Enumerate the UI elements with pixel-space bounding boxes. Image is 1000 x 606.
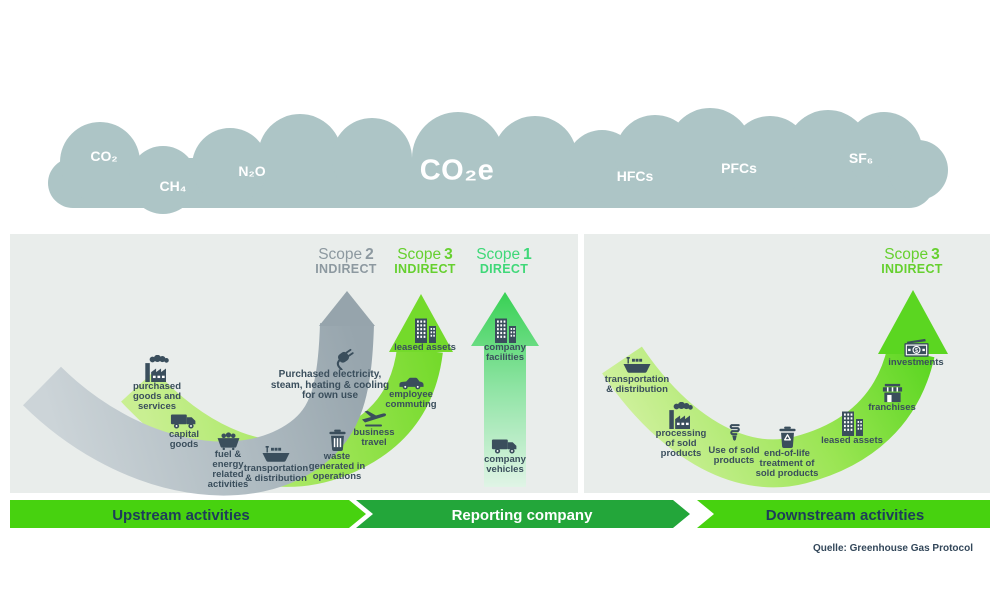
downstream-band-label: Downstream activities <box>765 506 925 524</box>
scope-3-up-kind: INDIRECT <box>394 262 456 277</box>
transportation-distribution-downstream-label: transportation & distribution <box>604 374 670 396</box>
business-travel: business travel <box>331 398 417 448</box>
transportation-distribution-downstream: transportation & distribution <box>589 338 685 395</box>
capital-goods-label: capital goods <box>168 429 200 451</box>
plug-icon <box>274 340 416 370</box>
scope-3-down-number: 3 <box>931 246 940 263</box>
purchased-electricity-label: Purchased electricity, steam, heating & … <box>270 369 390 402</box>
leased-assets-downstream-label: leased assets <box>821 435 883 446</box>
svg-text:$: $ <box>915 348 918 354</box>
gas-co2-label: CO₂ <box>90 148 118 164</box>
purchased-goods-label: purchased goods and services <box>132 381 182 413</box>
buildings-icon <box>377 312 473 343</box>
investments-label: investments <box>888 357 944 368</box>
leased-assets-upstream-label: leased assets <box>394 342 456 353</box>
waste: waste generated in operations <box>294 424 380 482</box>
end-of-life: end-of-life treatment of sold products <box>744 418 830 479</box>
use-sold-products: Use of sold products <box>691 414 777 466</box>
franchises-label: franchises <box>868 402 916 413</box>
scope-1-kind: DIRECT <box>479 262 529 277</box>
company-vehicles: company vehicles <box>462 424 548 475</box>
transportation-distribution-upstream-label: transportation & distribution <box>243 463 309 485</box>
gas-n2o-label: N₂O <box>238 163 266 179</box>
leased-assets-downstream: leased assets <box>804 408 900 446</box>
scope-2-word: Scope <box>318 246 363 263</box>
scope-3-up-number: 3 <box>444 246 453 263</box>
investments: $ investments <box>873 336 959 368</box>
transportation-distribution-upstream: transportation & distribution <box>228 438 324 484</box>
processing-sold-products: processing of sold products <box>638 398 724 459</box>
gas-pfcs-label: PFCs <box>721 160 757 176</box>
reporting-band-label: Reporting company <box>451 506 593 524</box>
car-icon <box>368 364 454 390</box>
reporting-band <box>356 500 690 528</box>
buildings-icon <box>462 312 548 343</box>
minecart-icon <box>185 427 271 450</box>
employee-commuting: employee commuting <box>368 364 454 410</box>
leased-assets-upstream: leased assets <box>377 312 473 353</box>
buildings-icon <box>804 408 900 436</box>
ship-icon <box>228 438 324 464</box>
recycle-bin-icon <box>744 418 830 449</box>
truck-icon <box>462 424 548 455</box>
employee-commuting-label: employee commuting <box>385 389 437 411</box>
fuel-energy-label: fuel & energy related activities <box>207 449 249 491</box>
ship-icon <box>589 338 685 375</box>
factory-icon <box>638 398 724 429</box>
scope-3-down-word: Scope <box>884 246 929 263</box>
trash-icon <box>294 424 380 452</box>
scope-1-word: Scope <box>476 246 521 263</box>
scope-1-number: 1 <box>523 246 532 263</box>
capital-goods: capital goods <box>141 406 227 450</box>
downstream-band <box>697 500 990 528</box>
store-icon <box>849 376 935 403</box>
scope-3-down-kind: INDIRECT <box>881 262 943 277</box>
fuel-energy: fuel & energy related activities <box>185 427 271 491</box>
franchises: franchises <box>849 376 935 413</box>
scope-2-kind: INDIRECT <box>315 262 377 277</box>
factory-icon <box>114 352 200 382</box>
scope-2-number: 2 <box>365 246 374 263</box>
purchased-goods: purchased goods and services <box>114 352 200 412</box>
gas-ch4-label: CH₄ <box>159 178 187 194</box>
plane-icon <box>331 398 417 428</box>
business-travel-label: business travel <box>353 427 395 449</box>
source-credit: Quelle: Greenhouse Gas Protocol <box>812 543 973 554</box>
purchased-electricity: Purchased electricity, steam, heating & … <box>259 340 401 402</box>
end-of-life-label: end-of-life treatment of sold products <box>755 448 819 480</box>
waste-label: waste generated in operations <box>308 451 366 483</box>
company-facilities-label: company facilities <box>484 342 526 364</box>
processing-sold-products-label: processing of sold products <box>655 428 707 460</box>
use-sold-products-label: Use of sold products <box>708 445 760 467</box>
gas-co2e-label: CO₂e <box>419 154 495 187</box>
money-icon: $ <box>873 336 959 358</box>
gas-hfcs-label: HFCs <box>616 168 654 184</box>
upstream-band-label: Upstream activities <box>112 506 250 524</box>
company-facilities: company facilities <box>462 312 548 363</box>
company-vehicles-label: company vehicles <box>484 454 526 476</box>
scope1-arrow <box>471 292 539 487</box>
gas-sf6-label: SF₆ <box>848 150 874 166</box>
scope-3-up-word: Scope <box>397 246 442 263</box>
cloud-band <box>48 108 948 214</box>
upstream-band <box>10 500 366 528</box>
truck-icon <box>141 406 227 430</box>
bulb-icon <box>691 414 777 446</box>
